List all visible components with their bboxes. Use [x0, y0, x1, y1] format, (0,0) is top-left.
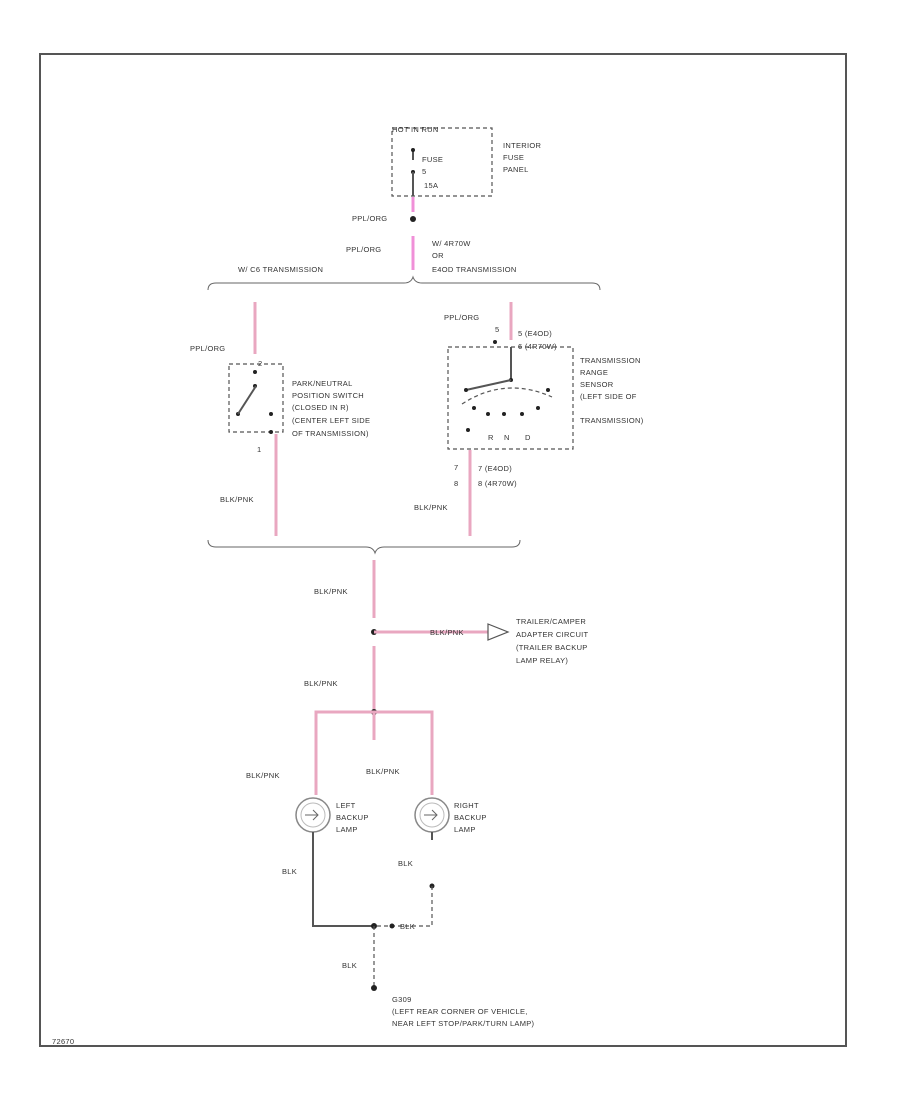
fuse-panel-name-3: PANEL [503, 165, 529, 174]
left-lamp-label-3: LAMP [336, 825, 358, 834]
wire-label-blk-pnk-3: BLK/PNK [314, 587, 348, 596]
switch-label-1: PARK/NEUTRAL [292, 379, 353, 388]
fuse-panel-header: HOT IN RUN [392, 125, 439, 134]
branch-brace-bottom [207, 539, 521, 555]
switch-box [228, 363, 284, 433]
switch-label-4: (CENTER LEFT SIDE [292, 416, 370, 425]
branch-right-label-2: OR [432, 251, 444, 260]
fuse-panel-name-1: INTERIOR [503, 141, 542, 150]
sensor-pin-bottom-1: 7 (E4OD) [478, 464, 512, 473]
sensor-pin-bottom-2: 8 (4R70W) [478, 479, 517, 488]
branch-right-label-1: W/ 4R70W [432, 239, 471, 248]
trailer-connector-arrow [487, 623, 510, 641]
wire-left-ground [312, 832, 374, 927]
sensor-pin-letter-d: D [525, 433, 531, 442]
sensor-label-1: TRANSMISSION [580, 356, 641, 365]
wire-label-ppl-org-3: PPL/ORG [190, 344, 225, 353]
sensor-pin-letter-r: R [488, 433, 494, 442]
right-lamp-label-3: LAMP [454, 825, 476, 834]
trailer-label-2: ADAPTER CIRCUIT [516, 630, 589, 639]
sensor-label-5: TRANSMISSION) [580, 416, 644, 425]
wire-label-blk-pnk-1: BLK/PNK [220, 495, 254, 504]
trailer-label-4: LAMP RELAY) [516, 656, 568, 665]
fuse-rating: 15A [424, 181, 438, 190]
sensor-label-2: RANGE [580, 368, 608, 377]
fuse-number: 5 [422, 167, 426, 176]
transmission-range-sensor: PPL/ORG 5 5 (E4OD) 6 (4R70W) R N D TRANS… [414, 302, 644, 536]
switch-label-5: OF TRANSMISSION) [292, 429, 369, 438]
wire-label-blk-pnk-left-lamp: BLK/PNK [246, 771, 280, 780]
splice-fuse [410, 216, 416, 222]
wire-label-blk-pnk-trailer: BLK/PNK [430, 628, 464, 637]
sensor-label-4: (LEFT SIDE OF [580, 392, 637, 401]
switch-label-2: POSITION SWITCH [292, 391, 364, 400]
figure-id: 72670 [52, 1037, 74, 1046]
wire-label-ppl-org-2: PPL/ORG [346, 245, 381, 254]
sensor-pin-bottom-num-1: 7 [454, 463, 458, 472]
wire-label-blk-pnk-2: BLK/PNK [414, 503, 448, 512]
sensor-pin-top-2: 6 (4R70W) [518, 342, 557, 351]
left-lamp-label-1: LEFT [336, 801, 356, 810]
left-lamp-label-2: BACKUP [336, 813, 369, 822]
right-lamp-label-1: RIGHT [454, 801, 479, 810]
wire-label-blk-1: BLK [282, 867, 297, 876]
fuse-label: FUSE [422, 155, 443, 164]
branch-brace-top [207, 275, 601, 291]
interior-fuse-panel: HOT IN RUN FUSE 5 15A INTERIOR FUSE PANE… [391, 125, 542, 197]
branch-right-label-3: E4OD TRANSMISSION [432, 265, 517, 274]
sensor-pin-bottom-num-2: 8 [454, 479, 458, 488]
right-lamp-label-2: BACKUP [454, 813, 487, 822]
diagram-border [39, 53, 847, 1047]
wire-label-ppl-org-1: PPL/ORG [352, 214, 387, 223]
wire-label-blk-pnk-4: BLK/PNK [304, 679, 338, 688]
sensor-arc [461, 387, 553, 405]
park-neutral-position-switch: PPL/ORG 2 1 BLK/PNK PARK/NEUTRAL POSITIO… [190, 302, 370, 536]
sensor-pin-letter-n: N [504, 433, 510, 442]
switch-pin-top: 2 [258, 359, 262, 368]
wire-label-blk-3: BLK [400, 922, 415, 931]
wire-label-ppl-org-4: PPL/ORG [444, 313, 479, 322]
sensor-pin-top-num: 5 [495, 325, 499, 334]
sensor-pin-top-1: 5 (E4OD) [518, 329, 552, 338]
switch-label-3: (CLOSED IN R) [292, 403, 349, 412]
sensor-label-3: SENSOR [580, 380, 614, 389]
wire-label-blk-pnk-right-lamp: BLK/PNK [366, 767, 400, 776]
ground-label-1: G309 [392, 995, 412, 1004]
switch-pin-bottom: 1 [257, 445, 261, 454]
fuse-panel-name-2: FUSE [503, 153, 524, 162]
left-backup-lamp: LEFT BACKUP LAMP [295, 797, 369, 834]
sensor-box [447, 346, 574, 450]
fuse-panel-box [391, 127, 493, 197]
wire-right-ground [374, 886, 433, 927]
ground-label-3: NEAR LEFT STOP/PARK/TURN LAMP) [392, 1019, 535, 1028]
branch-left-label: W/ C6 TRANSMISSION [238, 265, 323, 274]
wire-label-blk-4: BLK [342, 961, 357, 970]
trailer-label-1: TRAILER/CAMPER [516, 617, 586, 626]
ground-point [371, 985, 377, 991]
wire-label-blk-2: BLK [398, 859, 413, 868]
trailer-label-3: (TRAILER BACKUP [516, 643, 588, 652]
ground-label-2: (LEFT REAR CORNER OF VEHICLE, [392, 1007, 528, 1016]
right-backup-lamp: RIGHT BACKUP LAMP [414, 797, 487, 834]
